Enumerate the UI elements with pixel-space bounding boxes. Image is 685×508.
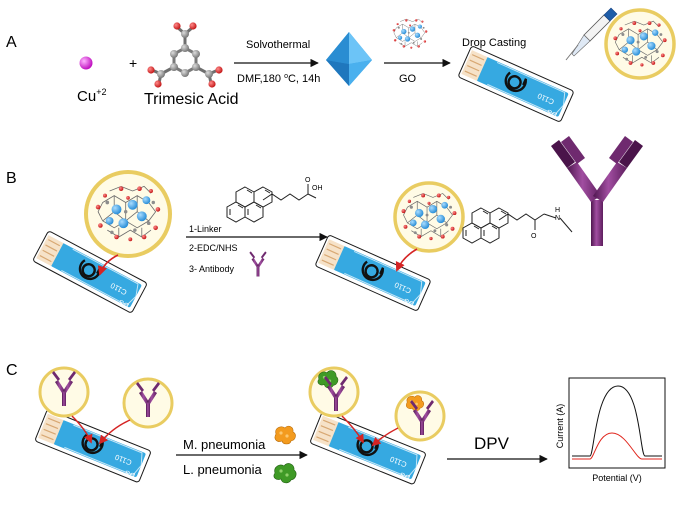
- dpv-label: DPV: [474, 434, 510, 453]
- linker-oh-label: OH: [312, 185, 323, 192]
- panel-c-label: C: [6, 362, 18, 379]
- electrode-strip-c-left: C110 DS: [33, 408, 153, 484]
- magnified-bound-c1: [308, 366, 360, 418]
- l-pneumonia-bacteria-icon: [273, 462, 297, 484]
- amide-h-label: H: [555, 207, 560, 214]
- panel-b: B C110 DS OH O 1-Linker 2-EDC/NHS 3- Ant…: [6, 136, 643, 315]
- plot-frame: [568, 377, 666, 469]
- plus-sign: +: [129, 55, 137, 71]
- electrode-strip-b-left: C110 DS: [31, 229, 149, 315]
- amide-n-label: N: [555, 215, 560, 222]
- octahedral-crystal-icon: [326, 32, 372, 86]
- surface-linker-structure: [462, 207, 573, 244]
- magnified-surface-a: [604, 8, 676, 80]
- panel-a-label: A: [6, 34, 17, 51]
- curve-after: [572, 432, 662, 460]
- step-antibody-label: 3- Antibody: [189, 264, 235, 274]
- large-antibody-icon: [551, 136, 643, 246]
- electrode-strip-c-right: C110 DS: [308, 410, 428, 486]
- copper-ion-label: Cu+2: [77, 87, 106, 105]
- zoom-arrow-c3: [341, 415, 364, 444]
- pyrene-linker-structure: [226, 184, 317, 223]
- strip-ds-label: DS: [402, 296, 415, 308]
- zoom-arrow-c1: [71, 415, 93, 444]
- strip-ds-label: DS: [117, 298, 130, 311]
- drop-casting-label: Drop Casting: [462, 37, 526, 49]
- electrode-strip-b-right: C110 DS: [313, 233, 433, 313]
- strip-ds-label: DS: [545, 107, 558, 119]
- zoom-arrow-c2: [98, 419, 131, 445]
- panel-a: A Cu+2 + Trimesic Acid: [6, 7, 676, 124]
- step-linker-label: 1-Linker: [189, 224, 222, 234]
- zoom-arrow-c4: [371, 427, 399, 447]
- magnified-surface-b-left: [84, 170, 172, 258]
- solvothermal-label: Solvothermal: [246, 39, 310, 51]
- trimesic-acid-molecule: [147, 22, 223, 88]
- magnified-antibody-c1: [38, 366, 90, 418]
- panel-c: C C110 DS M. pneumonia L. pneumonia C110…: [6, 362, 666, 486]
- strip-ds-label: DS: [123, 468, 136, 480]
- l-pneumonia-label: L. pneumonia: [183, 462, 263, 477]
- linker-o-label: O: [305, 177, 311, 184]
- plot-y-axis-label: Current (A): [555, 404, 565, 449]
- conditions-label: DMF,180 oC, 14h: [237, 73, 320, 85]
- zoom-arrow-b-right: [395, 248, 418, 272]
- magnified-antibody-c2: [122, 377, 174, 429]
- dpv-plot: Current (A) Potential (V): [555, 377, 666, 483]
- m-pneumonia-bacteria-icon: [274, 425, 296, 445]
- trimesic-acid-label: Trimesic Acid: [144, 91, 239, 108]
- go-label: GO: [399, 73, 417, 85]
- pipette-icon: [565, 7, 618, 61]
- electrode-strip-a: C110 DS: [456, 44, 576, 124]
- antibody-icon: [249, 251, 267, 277]
- graphene-oxide-icon: [392, 18, 428, 50]
- plot-x-axis-label: Potential (V): [592, 473, 642, 483]
- step-edc-nhs-label: 2-EDC/NHS: [189, 243, 238, 253]
- panel-b-label: B: [6, 170, 17, 187]
- m-pneumonia-label: M. pneumonia: [183, 437, 266, 452]
- magnified-surface-b-right: [393, 181, 465, 253]
- copper-ion-sphere: [79, 56, 93, 70]
- zoom-arrow-b-left: [97, 254, 119, 276]
- strip-ds-label: DS: [398, 470, 411, 482]
- amide-o-label: O: [531, 233, 537, 240]
- magnified-bound-c2: [394, 390, 446, 442]
- curve-before: [572, 385, 662, 457]
